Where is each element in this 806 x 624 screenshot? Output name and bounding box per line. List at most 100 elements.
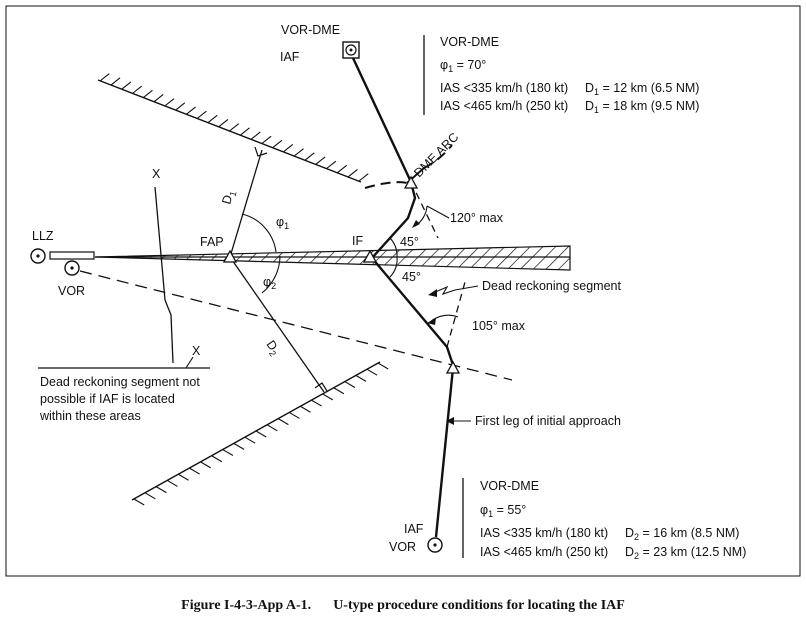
top-iaf-label: IAF — [280, 50, 300, 64]
figure-border — [5, 5, 801, 577]
hatch-tick — [233, 442, 245, 450]
hatch-tick — [344, 381, 356, 389]
figure-caption: Figure I-4-3-App A-1.U-type procedure co… — [0, 598, 806, 614]
hatch-tick — [218, 119, 229, 128]
fix-triangle-if — [362, 249, 378, 263]
hatch-tick — [142, 89, 153, 99]
hatch-tick — [222, 449, 234, 457]
lower-boundary — [131, 361, 389, 506]
info-bottom-title: VOR-DME — [480, 479, 539, 493]
llz-antenna — [30, 248, 95, 264]
hatch-tick — [133, 498, 145, 506]
hatch-tick — [153, 94, 164, 103]
info-panel-top: VOR-DME φ1 = 70° IAS <335 km/h (180 kt) … — [440, 35, 699, 115]
hatch-tick — [337, 164, 348, 174]
first-leg-label: First leg of initial approach — [475, 414, 621, 428]
arc-45-lower — [389, 256, 398, 278]
dashed-radial — [79, 270, 513, 381]
hatch-tick — [261, 135, 272, 144]
x-boundary-line — [154, 186, 174, 364]
bottom-vor-icon — [427, 537, 443, 553]
hatch-tick — [315, 156, 326, 165]
info-bottom-row1-ias: IAS <335 km/h (180 kt) — [480, 526, 608, 540]
dead-reckoning-label: Dead reckoning segment — [482, 279, 621, 293]
caption-title: U-type procedure conditions for locating… — [333, 598, 625, 613]
hatch-tick — [272, 139, 283, 149]
phi1-arc — [241, 213, 277, 253]
hatch-tick — [99, 73, 110, 82]
d1-perpendicular-mark — [254, 146, 268, 157]
hatch-tick — [322, 393, 334, 401]
d2-label: D2 — [262, 338, 283, 359]
d2-line — [229, 256, 325, 393]
x-top-label: X — [152, 167, 161, 181]
x-bottom-pointer — [185, 356, 194, 369]
fap-label: FAP — [200, 235, 224, 249]
hatch-tick — [178, 473, 189, 481]
dme-arc — [364, 144, 453, 189]
hatch-tick — [121, 81, 132, 90]
hatch-tick — [326, 160, 337, 169]
hatch-tick — [250, 131, 261, 140]
hatch-tick — [311, 399, 322, 407]
hatch-tick — [166, 479, 178, 487]
bottom-vor-label: VOR — [389, 540, 416, 554]
info-bottom-row2-ias: IAS <465 km/h (250 kt) — [480, 545, 608, 559]
inbound-track-upper — [351, 57, 417, 259]
upper-boundary — [97, 73, 369, 183]
hatch-tick — [155, 486, 167, 494]
hatch-tick — [189, 467, 200, 475]
top-nav-aid-label: VOR-DME — [281, 23, 340, 37]
bottom-iaf-label: IAF — [404, 522, 424, 536]
if-label: IF — [352, 234, 363, 248]
info-top-row1-d: D1 = 12 km (6.5 NM) — [585, 81, 699, 97]
hatch-tick — [229, 123, 240, 132]
hatch-tick — [304, 152, 315, 161]
dead-note-line-1: Dead reckoning segment not — [40, 375, 200, 389]
vor-left-icon — [64, 260, 80, 276]
hatch-tick — [144, 492, 156, 500]
info-bottom-row1-d: D2 = 16 km (8.5 NM) — [625, 526, 739, 542]
hatch-tick — [211, 455, 223, 463]
hatch-tick — [347, 169, 358, 178]
phi2-label: φ2 — [263, 275, 276, 291]
dme-arc-label: DME ARC — [411, 130, 461, 180]
info-bottom-phi: φ1 = 55° — [480, 503, 526, 519]
phi2-arc — [261, 255, 281, 294]
top-iaf-icon — [342, 41, 360, 59]
hatch-tick — [196, 110, 207, 119]
hatch-tick — [355, 374, 367, 382]
d1-line — [229, 149, 263, 258]
hatch-tick — [207, 114, 218, 124]
hatch-tick — [244, 436, 256, 444]
hatch-tick — [300, 405, 311, 413]
hatch-tick — [185, 106, 196, 115]
info-top-row1-ias: IAS <335 km/h (180 kt) — [440, 81, 568, 95]
hatch-tick — [239, 127, 250, 136]
hatch-tick — [175, 102, 186, 111]
dead-note-line-3: within these areas — [39, 409, 141, 423]
hatch-tick — [110, 77, 121, 86]
dashed-120-guide — [410, 181, 439, 239]
hatch-tick — [377, 362, 389, 370]
info-top-title: VOR-DME — [440, 35, 499, 49]
dead-reckoning-pointer — [432, 285, 479, 295]
info-bottom-row2-d: D2 = 23 km (12.5 NM) — [625, 545, 746, 561]
fix-triangle-dme-arc — [403, 175, 419, 189]
d1-label: D1 — [219, 189, 238, 207]
angle-45-upper-label: 45° — [400, 235, 419, 249]
hatch-tick — [164, 98, 175, 107]
phi1-label: φ1 — [276, 215, 289, 231]
arc-45-upper — [389, 237, 398, 258]
fix-triangle-fap — [222, 249, 238, 263]
info-top-phi: φ1 = 70° — [440, 58, 486, 74]
llz-label: LLZ — [32, 229, 54, 243]
hatch-tick — [277, 418, 289, 426]
max-105-label: 105° max — [472, 319, 526, 333]
hatch-tick — [132, 85, 142, 94]
final-approach-track — [94, 245, 571, 271]
hatch-tick — [255, 430, 267, 438]
max-120-label: 120° max — [450, 211, 504, 225]
hatch-tick — [366, 368, 378, 376]
